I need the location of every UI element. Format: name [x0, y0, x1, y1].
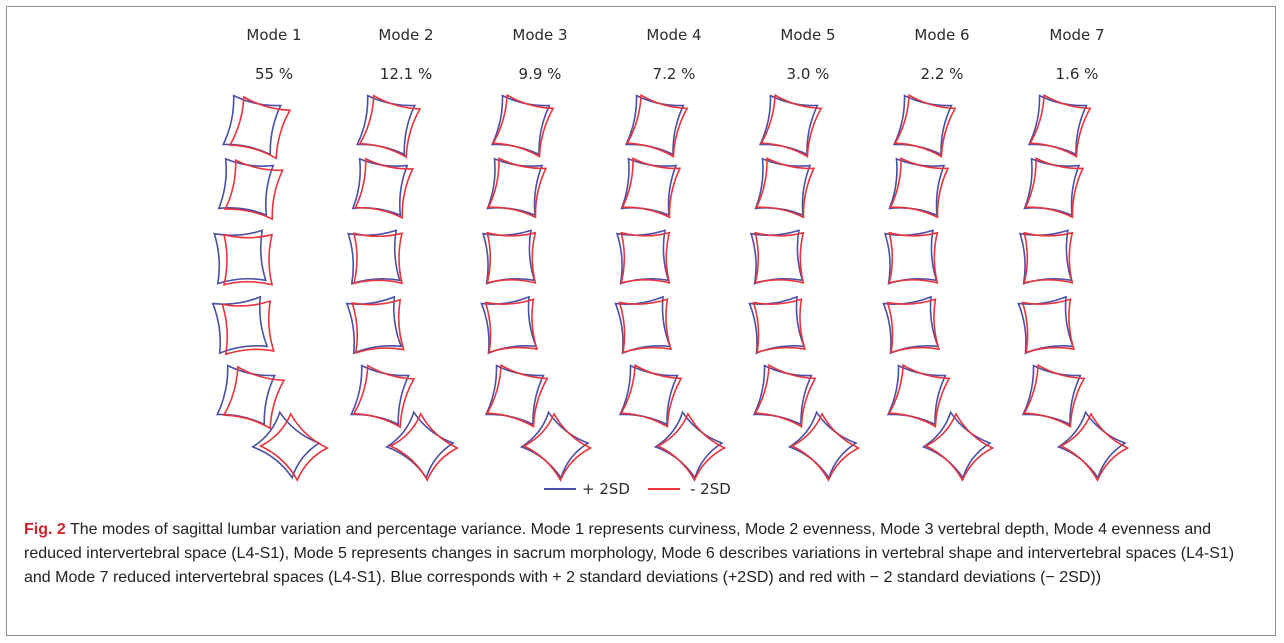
vertebra-l4-minus-2sd [752, 298, 807, 354]
sacrum-minus-2sd [656, 412, 727, 482]
mode-2-spine [345, 94, 460, 482]
legend: + 2SD - 2SD [544, 480, 731, 498]
vertebra-shapes [211, 93, 1130, 482]
sacrum-plus-2sd [653, 410, 724, 480]
caption-label: Fig. 2 [24, 521, 66, 538]
vertebra-l5-minus-2sd [1022, 363, 1086, 428]
mode-6-variance: 2.2 % [921, 65, 964, 83]
vertebra-l2-minus-2sd [354, 157, 414, 220]
modes-figure: Mode 1 55 % Mode 2 12.1 % Mode 3 9.9 % Mode 4 7… [211, 26, 1130, 498]
mode-3-title: Mode 3 [512, 26, 567, 44]
sacrum-minus-2sd [790, 412, 861, 482]
sacrum-minus-2sd [522, 412, 593, 482]
vertebra-l4-plus-2sd [211, 295, 269, 355]
mode-2-title: Mode 2 [378, 26, 433, 44]
vertebra-l2-minus-2sd [224, 158, 284, 221]
vertebra-l5-minus-2sd [887, 363, 951, 428]
vertebra-l5-plus-2sd [350, 364, 410, 426]
mode-4-variance: 7.2 % [653, 65, 696, 83]
mode-3-spine [480, 93, 593, 482]
vertebra-l5-minus-2sd [619, 363, 683, 428]
figure-caption: Fig. 2 The modes of sagittal lumbar vari… [24, 518, 1264, 590]
vertebra-l3-minus-2sd [352, 232, 404, 285]
vertebra-l5-minus-2sd [222, 365, 286, 430]
sacrum-minus-2sd [1059, 412, 1130, 482]
sacrum-minus-2sd [258, 412, 330, 482]
mode-1-spine [211, 94, 330, 482]
vertebra-l1-minus-2sd [893, 93, 957, 158]
sacrum-plus-2sd [519, 410, 590, 480]
mode-7-spine [1017, 93, 1130, 482]
vertebra-l3-minus-2sd [888, 231, 939, 284]
mode-4-title: Mode 4 [646, 26, 701, 44]
mode-5-variance: 3.0 % [787, 65, 830, 83]
mode-5-spine [748, 93, 861, 482]
vertebra-l2-minus-2sd [621, 157, 682, 219]
vertebra-l2-plus-2sd [217, 157, 275, 217]
vertebra-l2-minus-2sd [755, 157, 816, 219]
sacrum-plus-2sd [250, 410, 322, 480]
vertebra-l4-plus-2sd [345, 295, 403, 355]
mode-6-title: Mode 6 [914, 26, 969, 44]
vertebra-l1-minus-2sd [358, 94, 422, 159]
legend-minus-2sd-label: - 2SD [690, 480, 731, 498]
vertebra-l3-plus-2sd [347, 229, 401, 285]
vertebra-l1-minus-2sd [491, 93, 555, 158]
sacrum-minus-2sd [924, 412, 995, 482]
vertebra-l1-minus-2sd [759, 93, 823, 158]
vertebra-l2-minus-2sd [1024, 157, 1085, 219]
vertebra-l1-minus-2sd [1028, 93, 1092, 158]
vertebra-l1-plus-2sd [356, 94, 416, 156]
mode-7-title: Mode 7 [1049, 26, 1104, 44]
mode-6-spine [882, 93, 995, 482]
mode-1-variance: 55 % [255, 65, 293, 83]
vertebra-l3-minus-2sd [754, 231, 805, 284]
legend-plus-2sd-label: + 2SD [582, 480, 630, 498]
vertebra-l4-minus-2sd [484, 298, 539, 354]
vertebra-l3-minus-2sd [620, 231, 671, 284]
vertebra-l2-minus-2sd [487, 157, 548, 219]
figure-frame [6, 6, 1276, 636]
vertebra-l4-minus-2sd [221, 299, 275, 356]
vertebra-l4-minus-2sd [351, 298, 405, 355]
mode-1-title: Mode 1 [246, 26, 301, 44]
vertebra-l5-minus-2sd [753, 363, 817, 428]
vertebra-l2-minus-2sd [889, 157, 950, 219]
vertebra-l4-minus-2sd [886, 298, 941, 354]
sacrum-minus-2sd [388, 412, 460, 482]
vertebra-l2-plus-2sd [351, 157, 409, 217]
vertebra-l5-minus-2sd [352, 364, 416, 429]
mode-headers: Mode 1 55 % Mode 2 12.1 % Mode 3 9.9 % Mode 4 7… [246, 26, 1104, 83]
vertebra-l1-minus-2sd [228, 95, 292, 160]
mode-4-spine [614, 93, 727, 482]
sacrum-plus-2sd [1056, 410, 1127, 480]
mode-7-variance: 1.6 % [1056, 65, 1099, 83]
sacrum-plus-2sd [787, 410, 858, 480]
vertebra-l3-minus-2sd [1023, 231, 1074, 284]
vertebra-l3-plus-2sd [213, 229, 267, 285]
vertebra-l3-minus-2sd [222, 233, 274, 286]
vertebra-l4-minus-2sd [1021, 298, 1076, 354]
vertebra-l5-minus-2sd [485, 363, 549, 428]
sacrum-plus-2sd [921, 410, 992, 480]
mode-5-title: Mode 5 [780, 26, 835, 44]
vertebra-l3-minus-2sd [486, 231, 537, 284]
mode-2-variance: 12.1 % [380, 65, 432, 83]
vertebra-l1-minus-2sd [625, 93, 689, 158]
vertebra-l4-minus-2sd [618, 298, 673, 354]
mode-3-variance: 9.9 % [519, 65, 562, 83]
caption-text: The modes of sagittal lumbar variation a… [24, 521, 1235, 586]
